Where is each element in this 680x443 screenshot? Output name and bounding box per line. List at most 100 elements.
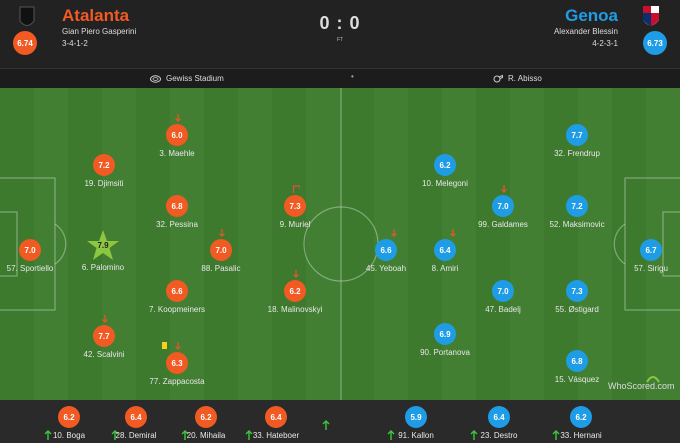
sub-player-kallon[interactable]: 5.9 91. Kallon bbox=[371, 400, 461, 443]
player-scalvini[interactable]: 7.7 42. Scalvini bbox=[59, 315, 149, 363]
player-rating: 7.0 bbox=[210, 239, 232, 261]
player-maehle[interactable]: 6.0 3. Maehle bbox=[132, 114, 222, 162]
player-name: 15. Vásquez bbox=[554, 375, 600, 384]
player-rating: 6.8 bbox=[166, 195, 188, 217]
player-badelj[interactable]: 7.0 47. Badelj bbox=[458, 272, 548, 318]
whistle-icon bbox=[493, 74, 503, 83]
man-of-the-match-star-icon bbox=[87, 230, 119, 260]
whoscored-watermark: WhoScored.com bbox=[608, 381, 675, 391]
player-rating: 7.3 bbox=[566, 280, 588, 302]
referee-name: R. Abisso bbox=[508, 74, 542, 83]
player-name: 99. Galdames bbox=[478, 220, 528, 229]
player-rating: 6.9 bbox=[434, 323, 456, 345]
player-name: 90. Portanova bbox=[420, 348, 470, 357]
substitution-on-icon bbox=[44, 430, 52, 440]
player-sirigu[interactable]: 6.7 57. Sirigu bbox=[606, 231, 680, 277]
player-rating: 6.6 bbox=[375, 239, 397, 261]
substitution-off-icon bbox=[175, 342, 181, 350]
player-djimsiti[interactable]: 7.2 19. Djimsiti bbox=[59, 146, 149, 192]
player-name: 23. Destro bbox=[480, 431, 518, 440]
player-name: 18. Malinovskyi bbox=[267, 305, 323, 314]
player-pasalic[interactable]: 7.0 88. Pasalic bbox=[176, 229, 266, 277]
corner-flag-icon bbox=[292, 185, 300, 193]
player-rating: 7.9 bbox=[97, 240, 109, 250]
player-rating: 6.7 bbox=[640, 239, 662, 261]
player-melegoni[interactable]: 6.2 10. Melegoni bbox=[400, 146, 490, 192]
sub-player-mihaila[interactable]: 6.2 20. Mihaila bbox=[161, 400, 251, 443]
sub-player-hernani[interactable]: 6.2 33. Hernani bbox=[536, 400, 626, 443]
sub-player-hateboer[interactable]: 6.4 33. Hateboer bbox=[231, 400, 321, 443]
substitution-off-icon bbox=[175, 114, 181, 122]
player-name: 55. Østigard bbox=[555, 305, 599, 314]
player-name: 33. Hernani bbox=[560, 431, 602, 440]
player-rating: 7.3 bbox=[284, 195, 306, 217]
player-rating: 6.0 bbox=[166, 124, 188, 146]
player-rating: 7.0 bbox=[19, 239, 41, 261]
player-sportiello[interactable]: 7.0 57. Sportiello bbox=[0, 231, 75, 277]
substitution-on-icon bbox=[552, 430, 560, 440]
player-muriel[interactable]: 7.3 9. Muriel bbox=[250, 185, 340, 233]
player-rating: 6.4 bbox=[434, 239, 456, 261]
player-rating: 6.2 bbox=[284, 280, 306, 302]
player-rating: 6.2 bbox=[434, 154, 456, 176]
substitution-on-icon bbox=[111, 430, 119, 440]
sub-player-destro[interactable]: 6.4 23. Destro bbox=[454, 400, 544, 443]
player-name: 9. Muriel bbox=[279, 220, 311, 229]
player-name: 52. Maksimovic bbox=[549, 220, 605, 229]
substitution-off-icon bbox=[219, 229, 225, 237]
player-name: 57. Sportiello bbox=[6, 264, 54, 273]
player-palomino[interactable]: 7.9 6. Palomino bbox=[58, 226, 148, 272]
player-zappacosta[interactable]: 6.3 77. Zappacosta bbox=[132, 342, 222, 390]
pitch: 6.0 3. Maehle 7.2 19. Djimsiti 6.8 32. P… bbox=[0, 88, 680, 400]
player-rating: 6.3 bbox=[166, 352, 188, 374]
player-name: 8. Amiri bbox=[431, 264, 459, 273]
substitution-off-icon bbox=[293, 270, 299, 278]
substitution-off-icon bbox=[391, 229, 397, 237]
home-formation: 3-4-1-2 bbox=[62, 39, 88, 48]
player-name: 28. Demiral bbox=[115, 431, 157, 440]
match-header: Atalanta Gian Piero Gasperini 3-4-1-2 6.… bbox=[0, 0, 680, 68]
player-name: 91. Kallon bbox=[398, 431, 434, 440]
player-rating: 7.2 bbox=[93, 154, 115, 176]
away-manager: Alexander Blessin bbox=[553, 27, 618, 36]
player-rating: 6.4 bbox=[265, 406, 287, 428]
player-amiri[interactable]: 6.4 8. Amiri bbox=[400, 229, 490, 277]
player-name: 6. Palomino bbox=[81, 263, 125, 272]
referee: R. Abisso bbox=[493, 74, 542, 83]
player-rating: 7.7 bbox=[93, 325, 115, 347]
substitution-on-icon bbox=[387, 430, 395, 440]
player-frendrup[interactable]: 7.7 32. Frendrup bbox=[532, 116, 622, 162]
player-name: 20. Mihaila bbox=[186, 431, 226, 440]
venue-name: Gewiss Stadium bbox=[166, 74, 224, 83]
player-maksimovic[interactable]: 7.2 52. Maksimovic bbox=[532, 187, 622, 233]
player-koopmeiners[interactable]: 6.6 7. Koopmeiners bbox=[132, 272, 222, 318]
player-portanova[interactable]: 6.9 90. Portanova bbox=[400, 315, 490, 361]
match-score: 0 : 0 bbox=[319, 13, 361, 33]
player-rating: 7.0 bbox=[492, 280, 514, 302]
player-name: 33. Hateboer bbox=[252, 431, 300, 440]
away-team-name[interactable]: Genoa bbox=[565, 6, 618, 25]
player-name: 32. Frendrup bbox=[554, 149, 600, 158]
venue: Gewiss Stadium bbox=[150, 74, 224, 83]
match-info-bar: Gewiss Stadium • R. Abisso bbox=[0, 68, 680, 88]
player-galdames[interactable]: 7.0 99. Galdames bbox=[458, 185, 548, 233]
stadium-icon bbox=[150, 74, 161, 83]
player-malinovskyi[interactable]: 6.2 18. Malinovskyi bbox=[250, 270, 340, 318]
player-pessina[interactable]: 6.8 32. Pessina bbox=[132, 187, 222, 233]
substitution-off-icon bbox=[102, 315, 108, 323]
player-name: 32. Pessina bbox=[156, 220, 198, 229]
home-team-rating: 6.74 bbox=[13, 31, 37, 55]
sub-player-boga[interactable]: 6.2 10. Boga bbox=[24, 400, 114, 443]
player-yeboah[interactable]: 6.6 45. Yeboah bbox=[341, 229, 431, 277]
sub-player-demiral[interactable]: 6.4 28. Demiral bbox=[91, 400, 181, 443]
player-vasquez[interactable]: 6.8 15. Vásquez bbox=[532, 342, 622, 388]
player-name: 45. Yeboah bbox=[365, 264, 407, 273]
player-rating: 6.6 bbox=[166, 280, 188, 302]
player-rating: 6.2 bbox=[570, 406, 592, 428]
genoa-crest-icon bbox=[643, 6, 659, 26]
player-rating: 6.2 bbox=[58, 406, 80, 428]
player-rating: 7.0 bbox=[492, 195, 514, 217]
home-team-name[interactable]: Atalanta bbox=[62, 6, 130, 25]
player-ostigard[interactable]: 7.3 55. Østigard bbox=[532, 272, 622, 318]
player-rating: 7.2 bbox=[566, 195, 588, 217]
